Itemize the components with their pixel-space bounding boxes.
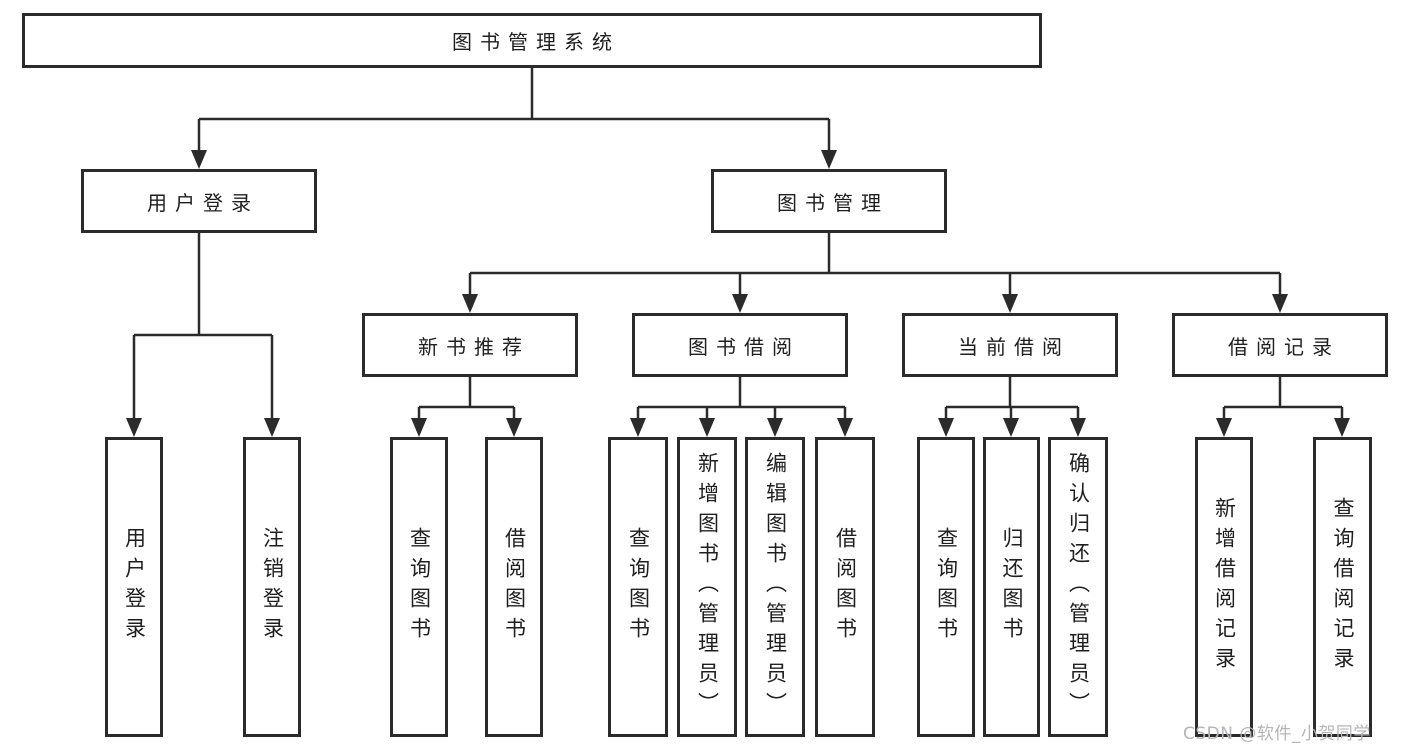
- arrow-down-icon: [126, 418, 142, 437]
- arrow-down-icon: [1272, 294, 1288, 313]
- arrow-down-icon: [1070, 418, 1086, 437]
- arrow-down-icon: [191, 150, 207, 169]
- leaf-records-add-record: 新增借阅记录: [1195, 437, 1253, 737]
- arrow-down-icon: [837, 418, 853, 437]
- arrow-down-icon: [630, 418, 646, 437]
- node-book-management-branch: 图书管理: [711, 169, 947, 233]
- arrowheads: [126, 150, 1350, 437]
- arrow-down-icon: [1002, 294, 1018, 313]
- leaf-borrow-query-books: 查询图书: [608, 437, 668, 737]
- node-user-login-branch: 用户登录: [81, 169, 317, 233]
- connector-lines: [132, 68, 1344, 420]
- arrow-down-icon: [699, 418, 715, 437]
- leaf-newbook-query-books: 查询图书: [390, 437, 448, 737]
- arrow-down-icon: [506, 418, 522, 437]
- arrow-down-icon: [264, 418, 280, 437]
- arrow-down-icon: [1003, 418, 1019, 437]
- arrow-down-icon: [732, 294, 748, 313]
- leaf-current-query-books: 查询图书: [917, 437, 975, 737]
- arrow-down-icon: [1334, 418, 1350, 437]
- leaf-current-return-books: 归还图书: [983, 437, 1040, 737]
- leaf-user-login: 用户登录: [105, 437, 163, 737]
- node-root-system: 图书管理系统: [22, 13, 1042, 68]
- leaf-borrow-add-books-admin: 新增图书（管理员）: [677, 437, 737, 737]
- arrow-down-icon: [938, 418, 954, 437]
- leaf-borrow-edit-books-admin: 编辑图书（管理员）: [745, 437, 805, 737]
- arrow-down-icon: [462, 294, 478, 313]
- node-borrow-records: 借阅记录: [1172, 313, 1388, 377]
- leaf-newbook-borrow-books: 借阅图书: [485, 437, 543, 737]
- leaf-records-query-record: 查询借阅记录: [1313, 437, 1372, 737]
- node-current-borrow: 当前借阅: [902, 313, 1118, 377]
- node-new-book-recommend: 新书推荐: [362, 313, 578, 377]
- csdn-watermark: CSDN @软件_小贺同学: [1183, 724, 1371, 744]
- arrow-down-icon: [821, 150, 837, 169]
- leaf-logout: 注销登录: [243, 437, 301, 737]
- arrow-down-icon: [767, 418, 783, 437]
- node-book-borrow: 图书借阅: [632, 313, 848, 377]
- leaf-current-confirm-return-admin: 确认归还（管理员）: [1048, 437, 1108, 737]
- leaf-borrow-borrow-books: 借阅图书: [815, 437, 875, 737]
- arrow-down-icon: [411, 418, 427, 437]
- arrow-down-icon: [1216, 418, 1232, 437]
